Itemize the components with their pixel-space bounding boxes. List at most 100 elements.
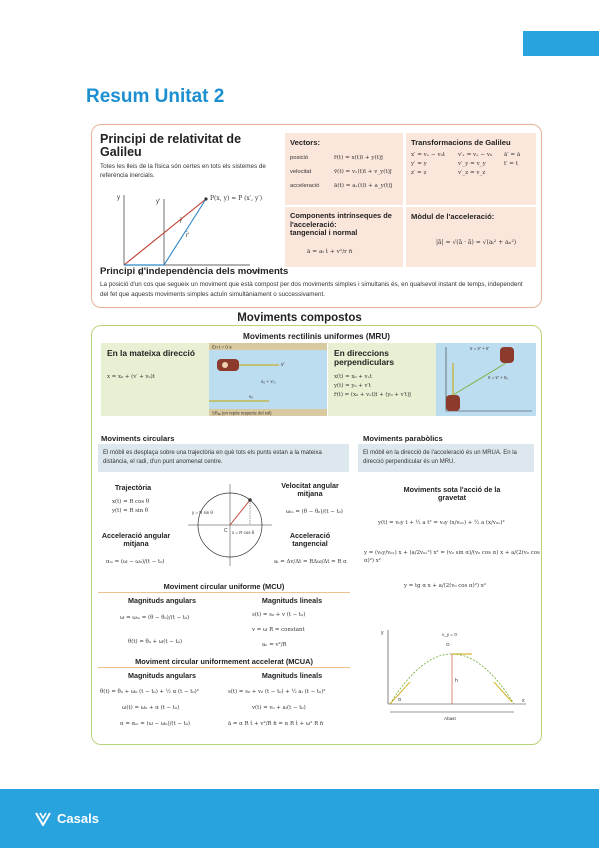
img1-top-label: En t = 0 s	[212, 345, 232, 350]
vector-row: velocitat v̄(t) = vₓ(t)ī + v_y(t)j̄	[290, 169, 398, 175]
circular-heading: Moviments circulars	[101, 434, 175, 443]
parabola-diagram: v_y = 0 O h Abast x y α	[381, 630, 526, 721]
formula-line: v′_y = v_y	[458, 161, 486, 167]
mcua-angular-formula: θ(t) = θ₀ + ω₀ (t − t₀) + ½ α (t − t₀)²	[100, 689, 199, 695]
angular-accel-title: Acceleració angular mitjana	[101, 531, 171, 549]
mcua-rule	[98, 667, 350, 668]
vector-row-formula: r̄(t) = x(t)ī + y(t)j̄	[334, 155, 383, 161]
circle-center-label: C	[224, 528, 228, 534]
vector-row-formula: v̄(t) = vₓ(t)ī + v_y(t)j̄	[334, 169, 392, 175]
mcu-angular-formula: θ(t) = θ₀ + ω(t − t₀)	[128, 639, 182, 645]
formula-line: x′ = vₓ − v₀t	[411, 152, 446, 158]
formula-line: v′_z = v_z	[458, 170, 486, 176]
img2-top-label: v̄ = v̄′ + v̄′	[470, 346, 489, 351]
vector-r2-label: r̄′	[186, 232, 190, 239]
axis-y2-label: y′	[156, 199, 161, 205]
perpendicular-line: y(t) = y₀ + v′t	[334, 383, 371, 389]
tangential-accel-formula: aₜ = Δv/Δt = RΔω/Δt = R α	[274, 559, 347, 565]
angular-velocity-title: Velocitat angular mitjana	[281, 481, 339, 499]
boat-illustration-perpendicular: v̄ = v̄′ + v̄′ v̄ = v̄′ + v̄ₓ	[436, 343, 536, 416]
galileo-col-position: x′ = vₓ − v₀t y′ = y z′ = z	[411, 151, 445, 178]
footer-bar: Casals	[0, 789, 599, 848]
trajectory-line: y(t) = R sin θ	[112, 508, 149, 514]
parabola-top-label: O	[446, 642, 450, 647]
gravity-title: Moviments sota l'acció de la gravetat	[403, 485, 501, 503]
vector-v0-label: v̄₀	[138, 271, 144, 277]
img2-mid-label: v̄ = v̄′ + v̄ₓ	[488, 375, 508, 380]
vector-r-label: r̄	[180, 218, 182, 225]
same-direction-box: En la mateixa direcció x = x₀ + (v′ + v₀…	[101, 343, 209, 416]
galileo-col-accel: ā′ = ā t′ = t	[504, 151, 520, 169]
formula-line: t′ = t	[504, 161, 519, 167]
trajectory-title: Trajectòria	[114, 483, 152, 492]
vector-row: acceleració ā(t) = aₓ(t)ī + a_y(t)j̄	[290, 183, 398, 189]
vector-row-formula: ā(t) = aₓ(t)ī + a_y(t)j̄	[334, 183, 393, 189]
galileo-box: Transformacions de Galileu x′ = vₓ − v₀t…	[406, 133, 536, 205]
galileo-col-velocity: v′ₓ = vₓ − v₀ v′_y = v_y v′_z = v_z	[458, 151, 492, 178]
relativity-diagram: P(x, y) = P (x′, y′) y y′ x, x′ r̄ r̄′ v…	[117, 195, 262, 277]
circular-description: El mòbil es desplaça sobre una trajectòr…	[98, 444, 349, 472]
gravity-formula: y(t) = v₀y t + ½ a t² = v₀y (x/v₀ₓ) + ½ …	[378, 520, 505, 526]
perpendicular-title: En direccions perpendiculars	[334, 348, 395, 367]
relativity-point-label: P(x, y) = P (x′, y′)	[210, 195, 262, 202]
trajectory-line: x(t) = R cos θ	[112, 499, 150, 505]
relativity-card: Principi de relativitat de Galileu Totes…	[91, 124, 542, 308]
page-title: Resum Unitat 2	[86, 86, 225, 107]
angular-accel-formula: αₘ = (ω − ω₀)/(t − t₀)	[106, 559, 165, 565]
circle-diagram: y = R sin θ x = R cos θ C	[188, 484, 272, 566]
formula-line: y′ = y	[411, 161, 427, 167]
img1-bottom-label: SRₐₓ (en repòs respecte del sol)	[212, 411, 272, 416]
vectors-title: Vectors:	[290, 138, 320, 147]
relativity-title: Principi de relativitat de Galileu	[100, 132, 242, 159]
modulus-box: Mòdul de l'acceleració: |ā| = √(ā · ā) =…	[406, 207, 536, 267]
parabolic-heading: Moviments parabòlics	[363, 434, 443, 443]
mcu-angular-title: Magnituds angulars	[128, 596, 196, 605]
vector-row: posició r̄(t) = x(t)ī + y(t)j̄	[290, 155, 398, 161]
mcua-linear-formula: v(t) = v₀ + aₜ(t − t₀)	[252, 705, 306, 711]
brand: Casals	[35, 811, 99, 826]
galileo-title: Transformacions de Galileu	[411, 138, 511, 147]
perpendicular-box: En direccions perpendiculars x(t) = x₀ +…	[328, 343, 436, 416]
compostos-title: Moviments compostos	[237, 312, 362, 324]
vector-row-label: velocitat	[290, 169, 312, 175]
mcua-angular-title: Magnituds angulars	[128, 671, 196, 680]
parabola-height-label: h	[455, 678, 458, 684]
mcu-angular-formula: ω = ωₘ = (θ − θ₀)/(t − t₀)	[120, 615, 190, 621]
components-title: Components intrínseques de l'acceleració…	[290, 211, 400, 238]
corner-tab	[523, 31, 599, 56]
casals-logo-icon	[35, 811, 51, 826]
components-formula: ā = aₜ ṫ + v²/r n̄	[307, 249, 353, 255]
compostos-card: Moviments rectilinis uniformes (MRU) En …	[91, 325, 542, 745]
gravity-formula: y = (v₀y/v₀ₓ) x + (a/2v₀ₓ²) x² = (v₀ sin…	[364, 550, 540, 564]
modulus-title: Mòdul de l'acceleració:	[411, 212, 495, 221]
mcu-linear-title: Magnituds lineals	[261, 596, 323, 605]
mcua-linear-title: Magnituds lineals	[261, 671, 323, 680]
same-direction-title: En la mateixa direcció	[107, 348, 195, 358]
img1-v-label: v′	[281, 362, 285, 368]
parabola-alpha-label: α	[398, 697, 401, 703]
vector-row-label: posició	[290, 155, 309, 161]
mcu-title: Moviment circular uniforme (MCU)	[163, 582, 285, 591]
parabola-x-label: x	[522, 698, 525, 704]
mcua-angular-formula: α = αₘ = (ω − ω₀)/(t − t₀)	[120, 721, 191, 727]
vector-row-label: acceleració	[290, 183, 320, 189]
circle-x-label: x = R cos θ	[232, 530, 255, 535]
components-subtitle: tangencial i normal	[290, 228, 358, 237]
axis-y-label: y	[117, 195, 120, 201]
parabola-y-label: y	[381, 630, 384, 636]
brand-name: Casals	[57, 811, 99, 826]
mru-heading: Moviments rectilinis uniformes (MRU)	[243, 332, 390, 341]
mcu-linear-formula: aₙ = v²/R	[262, 642, 287, 648]
perpendicular-line: x(t) = x₀ + vₓt	[334, 374, 372, 380]
independence-title: Principi d'independència dels moviments	[100, 266, 289, 277]
components-title-text: Components intrínseques de l'acceleració…	[290, 211, 392, 229]
tangential-accel-title: Acceleració tangencial	[289, 531, 331, 549]
independence-description: La posició d'un cos que segueix un movim…	[100, 281, 523, 298]
parabolic-description: El mòbil en la direcció de l'acceleració…	[358, 444, 534, 472]
parabola-range-label: Abast	[444, 716, 456, 721]
mcu-linear-formula: s(t) = s₀ + v (t − t₀)	[252, 612, 306, 618]
axis-x-label: x, x′	[250, 269, 261, 275]
circle-y-label: y = R sin θ	[192, 510, 213, 515]
mcua-title: Moviment circular uniformement accelerat…	[135, 657, 313, 666]
perpendicular-line: r̄(t) = (x₀ + vₓt)ī + (y₀ + v′t)j̄	[334, 392, 411, 398]
